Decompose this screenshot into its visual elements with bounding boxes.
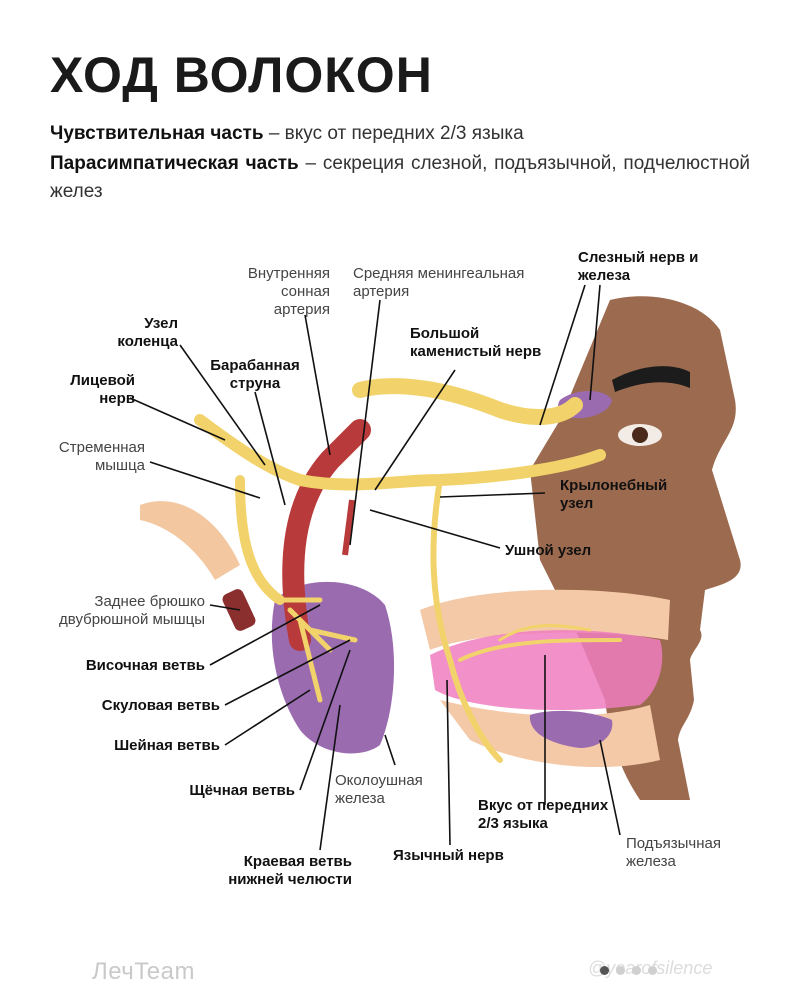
buccal-branch-label: Щёчная ветвь [189, 782, 295, 799]
label-leader-lines [129, 284, 621, 851]
carousel-indicator[interactable] [600, 966, 657, 975]
iris [632, 427, 648, 443]
face-profile [530, 296, 741, 800]
palate [420, 589, 670, 650]
middle-meningeal-artery [342, 499, 355, 556]
zygomatic-branch-label: Скуловая ветвь [102, 697, 220, 714]
parasympathetic-text: – секреция слезной, подъязычной, подчелю… [50, 153, 751, 202]
sublingual-gland [529, 710, 613, 748]
facial-nerve-fibers [194, 378, 622, 763]
page-title: ХОД ВОЛОКОН [50, 47, 433, 103]
temporal-branch-label: Височная ветвь [86, 657, 205, 674]
carousel-dot[interactable] [616, 966, 625, 975]
carousel-dot[interactable] [632, 966, 641, 975]
brand-logo-text: ЛечTeam [92, 958, 195, 985]
parasympathetic-part-line: Парасимпатическая часть – секреция слезн… [50, 150, 750, 206]
parasympathetic-term: Парасимпатическая часть [50, 153, 299, 174]
eyebrow [612, 366, 690, 392]
carousel-dot[interactable] [648, 966, 657, 975]
cervical-branch-label: Шейная ветвь [114, 737, 220, 754]
otic-ganglion-label: Ушной узел [505, 542, 591, 559]
lingual-nerve-label: Язычный нерв [393, 847, 504, 864]
sensory-term: Чувствительная часть [50, 123, 264, 144]
sensory-text: – вкус от передних 2/3 языка [263, 123, 524, 144]
sensory-part-line: Чувствительная часть – вкус от передних … [50, 120, 750, 148]
digastric-muscle [140, 501, 240, 580]
carousel-dot[interactable] [600, 966, 609, 975]
